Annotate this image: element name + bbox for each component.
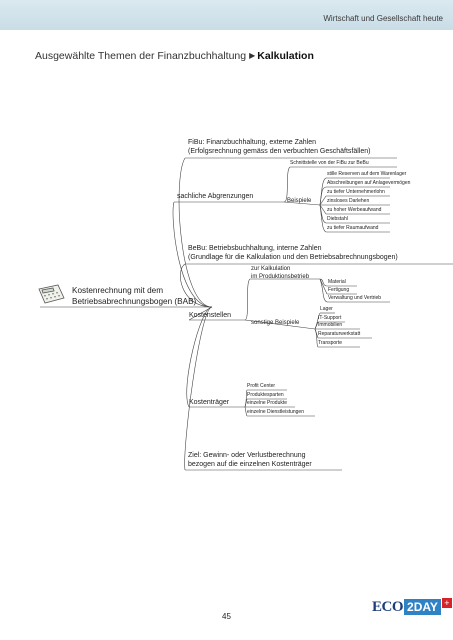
page-header-bar: Wirtschaft und Gesellschaft heute: [0, 0, 453, 30]
fibu-node: FiBu: Finanzbuchhaltung, externe Zahlen …: [188, 138, 371, 156]
beispiele-item: zu tiefer Raumaufwand: [327, 225, 379, 231]
fibu-subtitle: (Erfolgsrechnung gemäss den verbuchten G…: [188, 148, 371, 155]
bebu-node: BeBu: Betriebsbuchhaltung, interne Zahle…: [188, 244, 398, 262]
zur-kalkulation-line1: zur Kalkulation: [251, 266, 291, 272]
breadcrumb-topic: Ausgewählte Themen der Finanzbuchhaltung: [35, 50, 247, 62]
triangle-right-icon: ▶: [249, 51, 256, 60]
ziel-title: Ziel: Gewinn- oder Verlustberechnung: [188, 452, 306, 459]
root-title-line2: Betriebsabrechnungsbogen (BAB): [72, 297, 197, 306]
bebu-subtitle: (Grundlage für die Kalkulation und den B…: [188, 254, 398, 261]
beispiele-item: zu tiefer Unternehmerlohn: [327, 189, 385, 195]
swiss-cross-icon: +: [441, 598, 452, 608]
fibu-title: FiBu: Finanzbuchhaltung, externe Zahlen: [188, 139, 317, 146]
bebu-title: BeBu: Betriebsbuchhaltung, interne Zahle…: [188, 245, 322, 252]
beispiele-node: Beispiele: [287, 198, 312, 204]
kostenstellen-node: Kostenstellen: [189, 312, 232, 319]
ziel-subtitle: bezogen auf die einzelnen Kostenträger: [188, 461, 312, 468]
breadcrumb: Ausgewählte Themen der Finanzbuchhaltung…: [35, 50, 314, 62]
sonstige-item: Reparaturwerkstatt: [318, 331, 361, 337]
breadcrumb-current: Kalkulation: [257, 50, 314, 62]
sonstige-beispiele-node: sonstige Beispiele: [251, 320, 300, 326]
logo-day: 2DAY: [404, 599, 441, 615]
calculator-icon: [36, 283, 66, 310]
kalkulation-item: Fertigung: [328, 287, 350, 293]
kostentraeger-node: Kostenträger: [189, 399, 230, 406]
beispiele-item: Diebstahl: [327, 216, 348, 222]
sachliche-abgrenzungen-node: sachliche Abgrenzungen: [177, 193, 254, 200]
kalkulation-item: Verwaltung und Vertrieb: [328, 295, 382, 301]
zur-kalkulation-node: zur Kalkulation im Produktionsbetrieb: [251, 265, 309, 281]
section-title: Wirtschaft und Gesellschaft heute: [323, 14, 443, 23]
root-title-line1: Kostenrechnung mit dem: [72, 286, 164, 295]
kostentraeger-item: Profit Center: [247, 383, 276, 389]
beispiele-item: zinsloses Darlehen: [327, 198, 370, 204]
logo-eco: ECO: [372, 599, 404, 615]
kostentraeger-item: Produktesparten: [247, 392, 284, 398]
sonstige-item: Immobilien: [318, 322, 343, 328]
sonstige-item: Transporte: [318, 340, 342, 346]
schnittstelle-node: Schnittstelle von der FiBu zur BeBu: [290, 160, 369, 166]
beispiele-item: stille Reserven auf dem Warenlager: [327, 171, 407, 177]
kostentraeger-item: einzelne Dienstleistungen: [247, 409, 304, 415]
zur-kalkulation-line2: im Produktionsbetrieb: [251, 274, 310, 280]
page-number: 45: [222, 612, 231, 621]
ziel-node: Ziel: Gewinn- oder Verlustberechnung bez…: [188, 451, 312, 469]
kalkulation-item: Material: [328, 279, 346, 285]
sonstige-item: IT-Support: [318, 315, 342, 321]
beispiele-item: Abschreibungen auf Anlagevermögen: [327, 180, 411, 186]
beispiele-item: zu hoher Werbeaufwand: [327, 207, 382, 213]
sonstige-item: Lager: [320, 306, 333, 312]
kostentraeger-item: einzelne Produkte: [247, 400, 288, 406]
root-node: Kostenrechnung mit dem Betriebsabrechnun…: [72, 285, 196, 307]
